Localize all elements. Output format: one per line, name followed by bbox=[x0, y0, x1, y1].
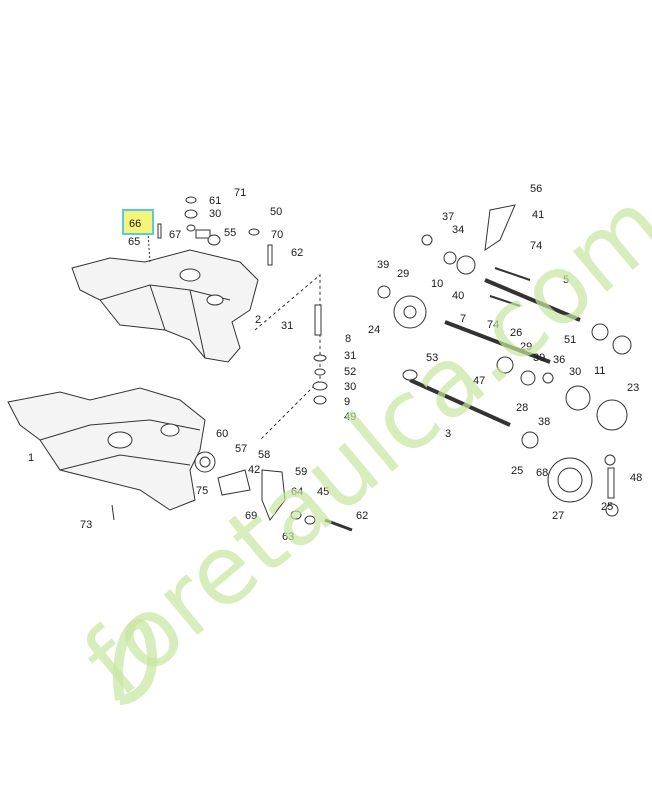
callout-57: 57 bbox=[235, 443, 248, 455]
callout-30b: 30 bbox=[344, 381, 357, 393]
callout-31: 31 bbox=[281, 320, 294, 332]
callout-25: 25 bbox=[511, 465, 524, 477]
callout-53: 53 bbox=[426, 352, 439, 364]
callout-74b: 74 bbox=[487, 319, 500, 331]
callout-39b: 39 bbox=[533, 352, 546, 364]
callout-52: 52 bbox=[344, 366, 357, 378]
callout-27: 27 bbox=[552, 510, 565, 522]
callout-31b: 31 bbox=[344, 350, 357, 362]
callout-10: 10 bbox=[431, 278, 444, 290]
callout-1: 1 bbox=[28, 452, 35, 464]
callout-67: 67 bbox=[169, 229, 182, 241]
callout-73: 73 bbox=[80, 519, 93, 531]
callout-74: 74 bbox=[530, 240, 543, 252]
callout-23: 23 bbox=[627, 382, 640, 394]
callout-47: 47 bbox=[473, 375, 486, 387]
callout-40: 40 bbox=[452, 290, 465, 302]
callout-68: 68 bbox=[536, 467, 549, 479]
callout-26: 26 bbox=[510, 327, 523, 339]
callout-9: 9 bbox=[344, 396, 351, 408]
callout-41: 41 bbox=[532, 209, 545, 221]
callout-25b: 25 bbox=[601, 501, 614, 513]
callout-24: 24 bbox=[368, 324, 381, 336]
callout-62b: 62 bbox=[356, 510, 369, 522]
lower-housing bbox=[7, 387, 206, 511]
callout-29b: 29 bbox=[520, 341, 533, 353]
callout-75: 75 bbox=[196, 485, 209, 497]
callout-37: 37 bbox=[442, 211, 455, 223]
callout-34: 34 bbox=[452, 224, 465, 236]
callout-28: 28 bbox=[516, 402, 529, 414]
upper-housing bbox=[71, 249, 259, 363]
callout-30c: 30 bbox=[569, 366, 582, 378]
callout-3: 3 bbox=[445, 428, 452, 440]
callout-69: 69 bbox=[245, 510, 258, 522]
callout-30: 30 bbox=[209, 208, 222, 220]
callout-7: 7 bbox=[460, 313, 467, 325]
callout-48: 48 bbox=[630, 472, 643, 484]
callout-50: 50 bbox=[270, 206, 283, 218]
callout-60: 60 bbox=[216, 428, 229, 440]
callout-61: 61 bbox=[209, 195, 222, 207]
callout-59: 59 bbox=[295, 466, 308, 478]
callout-39: 39 bbox=[377, 259, 390, 271]
callout-36: 36 bbox=[553, 354, 566, 366]
callout-65: 65 bbox=[128, 236, 141, 248]
callout-42: 42 bbox=[248, 464, 261, 476]
callout-49: 49 bbox=[344, 411, 357, 423]
callout-55: 55 bbox=[224, 227, 237, 239]
callout-8: 8 bbox=[345, 333, 352, 345]
callout-45: 45 bbox=[317, 486, 330, 498]
callout-5: 5 bbox=[563, 274, 570, 286]
callout-29: 29 bbox=[397, 268, 410, 280]
callout-11: 11 bbox=[594, 365, 606, 377]
callout-64: 64 bbox=[291, 486, 304, 498]
callout-2: 2 bbox=[255, 314, 262, 326]
callout-70: 70 bbox=[271, 229, 284, 241]
callout-38: 38 bbox=[538, 416, 551, 428]
callout-62: 62 bbox=[291, 247, 304, 259]
callout-71: 71 bbox=[234, 187, 247, 199]
callout-63: 63 bbox=[282, 531, 295, 543]
highlighted-part-number: 66 bbox=[129, 218, 142, 230]
callout-56: 56 bbox=[530, 183, 543, 195]
highlighted-part-box[interactable]: 66 bbox=[122, 209, 154, 235]
callout-58: 58 bbox=[258, 449, 271, 461]
callout-51: 51 bbox=[564, 334, 577, 346]
